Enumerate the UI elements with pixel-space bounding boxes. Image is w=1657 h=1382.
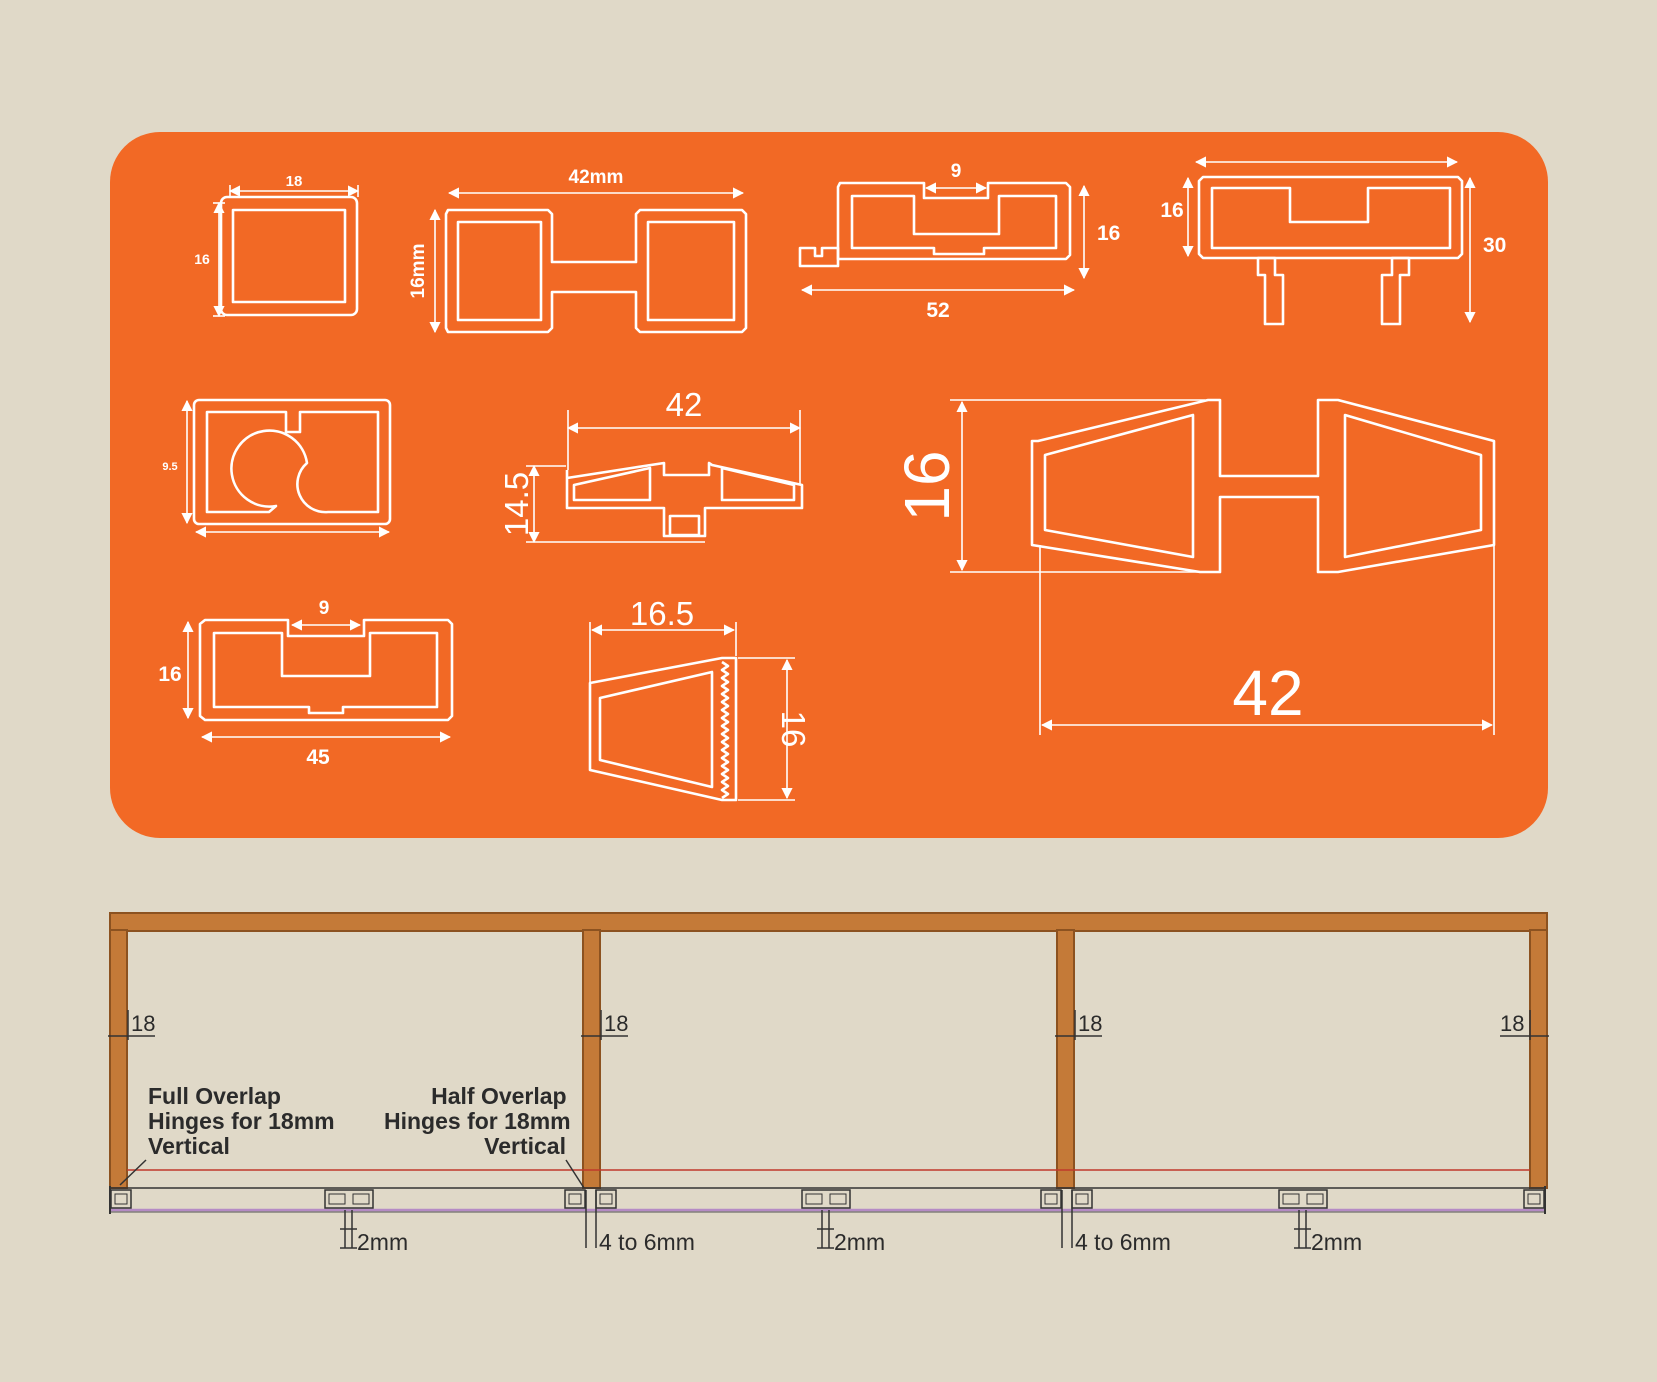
gap-label: 2mm [357, 1229, 408, 1255]
thickness-dim: 18 [108, 1010, 155, 1040]
thickness-label: 18 [1500, 1011, 1524, 1036]
profile-square-18x16: 18 16 [194, 173, 360, 318]
profile-slot-rail-45x16: 9 16 45 [158, 598, 454, 769]
gap-label: 4 to 6mm [599, 1229, 695, 1255]
thickness-label: 18 [604, 1011, 628, 1036]
cabinet-elevation: 18 18 18 18 Full Overlap Hinges for 18mm… [108, 912, 1549, 1255]
profile-h-42x16: 42mm 16mm [408, 167, 748, 334]
thickness-dim: 18 [581, 1010, 628, 1040]
dim-width: 18 [286, 173, 303, 190]
frame-end-profile [1523, 1189, 1545, 1209]
gap-label: 2mm [834, 1229, 885, 1255]
half-overlap-callout: Half Overlap Hinges for 18mm Vertical [384, 1083, 577, 1159]
door-joint-profile [801, 1189, 851, 1209]
thickness-dim: 18 [1055, 1010, 1102, 1040]
vertical-4 [1529, 929, 1548, 1189]
dim-height-a: 16 [1160, 199, 1183, 222]
gap-dim: 2mm [817, 1210, 885, 1255]
frame-end-profile [564, 1189, 586, 1209]
profile-c-clip: 9.5 [162, 398, 392, 538]
profile-channel-legs-30: 16 30 [1160, 156, 1506, 326]
dim-width: 42mm [569, 167, 624, 188]
thickness-dim: 18 [1500, 1010, 1549, 1040]
gap-dim: 4 to 6mm [585, 1190, 695, 1255]
dim-width: 42 [1232, 657, 1303, 729]
full-overlap-callout: Full Overlap Hinges for 18mm Vertical [148, 1083, 341, 1159]
dim-width: 16.5 [630, 595, 694, 632]
dim-height: 9.5 [162, 461, 177, 473]
door-strip [109, 1186, 1546, 1214]
dim-height: 16 [194, 251, 210, 267]
dim-width: 42 [666, 386, 703, 423]
frame-end-profile [595, 1189, 617, 1209]
door-joint-profile [1278, 1189, 1328, 1209]
frame-end-profile [1071, 1189, 1093, 1209]
vertical-3 [1056, 929, 1075, 1189]
top-rail [109, 912, 1548, 932]
gap-dim: 4 to 6mm [1061, 1190, 1171, 1255]
vertical-2 [582, 929, 601, 1189]
dim-width: 52 [926, 299, 949, 322]
gap-label: 4 to 6mm [1075, 1229, 1171, 1255]
dim-height: 16 [158, 663, 181, 686]
gap-dim: 2mm [1294, 1210, 1362, 1255]
dim-height: 16 [775, 711, 812, 748]
gap-label: 2mm [1311, 1229, 1362, 1255]
gap-dim: 2mm [340, 1210, 408, 1255]
thickness-label: 18 [131, 1011, 155, 1036]
dim-height: 14.5 [498, 472, 535, 536]
door-joint-profile [324, 1189, 374, 1209]
dim-slot: 9 [319, 598, 330, 619]
dim-height: 16mm [408, 244, 429, 299]
dim-width: 45 [306, 746, 330, 769]
dim-height: 16 [891, 450, 963, 521]
dim-height-b: 30 [1483, 234, 1506, 257]
profile-wedge-42x14-5: 42 14.5 [498, 386, 804, 544]
thickness-label: 18 [1078, 1011, 1102, 1036]
frame-end-profile [1040, 1189, 1062, 1209]
profile-serrated-wedge: 16.5 16 [588, 595, 812, 802]
vertical-1 [109, 929, 128, 1189]
frame-end-profile [110, 1189, 132, 1209]
profile-panel [110, 132, 1548, 838]
profile-slot-rail-52x16: 9 16 52 [798, 161, 1120, 322]
dim-slot: 9 [951, 161, 962, 182]
dim-height: 16 [1097, 222, 1120, 245]
profile-wedge-h-42x16: 16 42 [891, 398, 1496, 735]
